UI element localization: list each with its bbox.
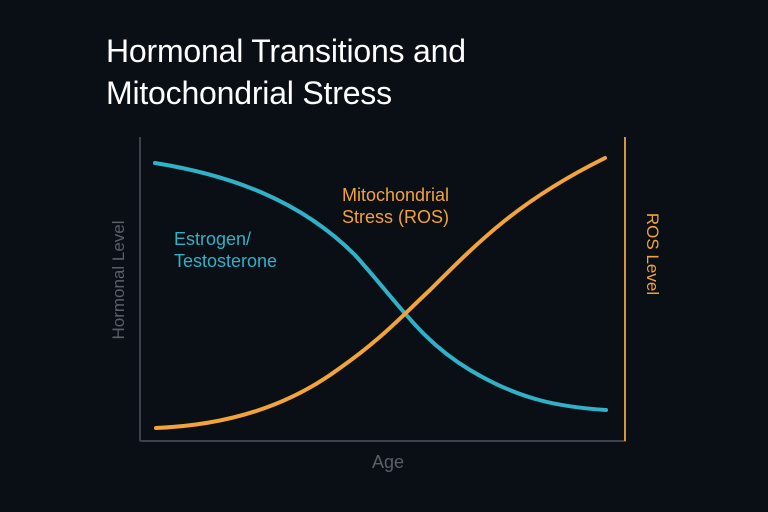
hormone-label-line2: Testosterone [174,251,278,271]
ros-line [154,156,607,430]
x-axis-label: Age [371,452,405,472]
hormone-line [153,161,608,412]
y-axis-left-label: Hormonal Level [109,220,128,340]
chart-title: Hormonal Transitions and Mitochondrial S… [106,30,466,114]
ros-label-line1: Mitochondrial [342,185,450,205]
chart-title-line1: Hormonal Transitions and [106,33,466,69]
chart-title-line2: Mitochondrial Stress [106,75,392,111]
ros-label-line2: Stress (ROS) [342,207,450,227]
hormone-label-line1: Estrogen/ [174,229,252,249]
y-axis-right-label: ROS Level [643,212,662,296]
ros-series-label: Mitochondrial Stress (ROS) [342,184,449,228]
hormone-series-label: Estrogen/ Testosterone [174,228,277,272]
